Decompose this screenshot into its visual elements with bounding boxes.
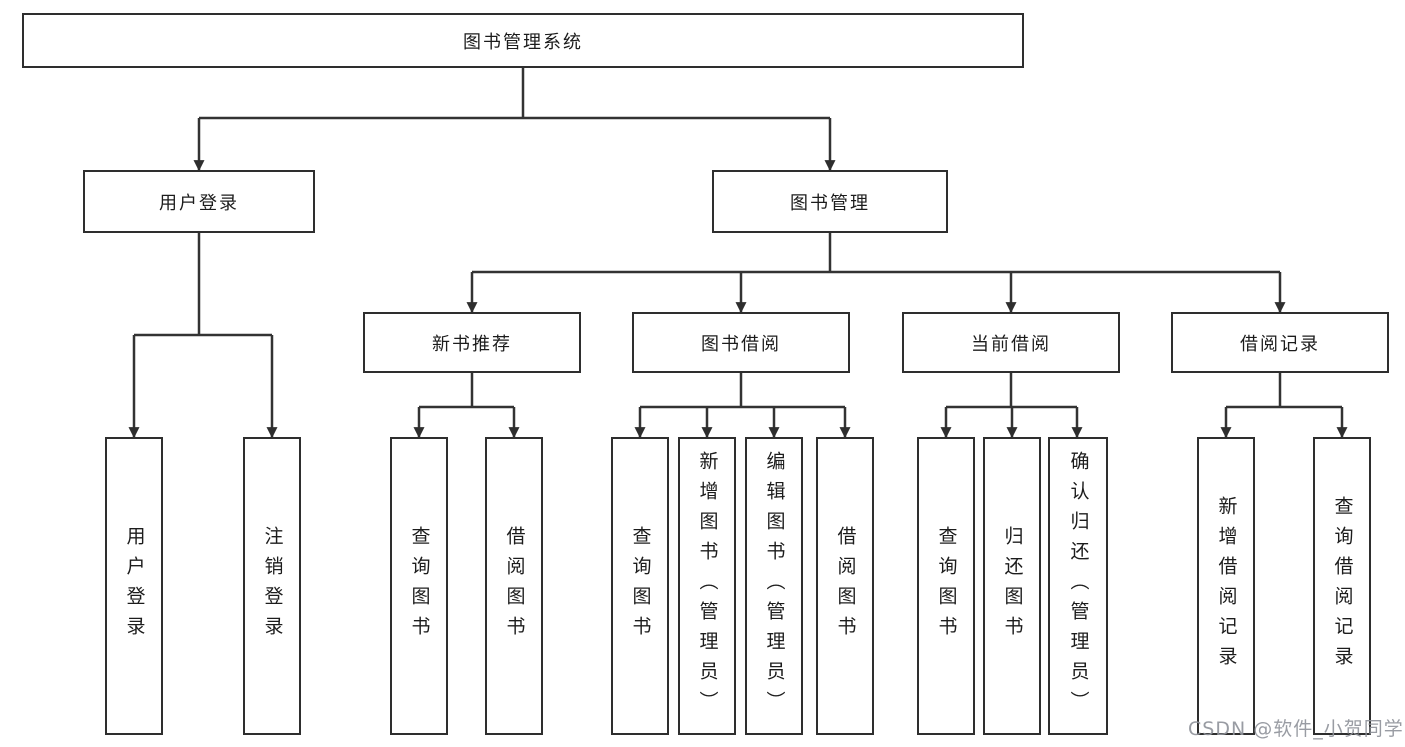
leaf-borrow-books-2: 借阅图书 bbox=[816, 437, 874, 735]
node-current-borrowing: 当前借阅 bbox=[902, 312, 1120, 373]
leaf-edit-books-admin-label: 编辑图书（管理员） bbox=[763, 451, 786, 721]
leaf-borrow-books-1-label: 借阅图书 bbox=[503, 526, 526, 646]
csdn-watermark: CSDN @软件_小贺同学 bbox=[1188, 718, 1404, 740]
leaf-add-borrow-record-label: 新增借阅记录 bbox=[1215, 496, 1238, 676]
leaf-add-books-admin: 新增图书（管理员） bbox=[678, 437, 736, 735]
leaf-query-borrow-record-label: 查询借阅记录 bbox=[1331, 496, 1354, 676]
leaf-query-borrow-record: 查询借阅记录 bbox=[1313, 437, 1371, 735]
leaf-user-login: 用户登录 bbox=[105, 437, 163, 735]
leaf-return-books: 归还图书 bbox=[983, 437, 1041, 735]
leaf-query-books-3: 查询图书 bbox=[917, 437, 975, 735]
node-book-borrowing: 图书借阅 bbox=[632, 312, 850, 373]
node-borrowing-records: 借阅记录 bbox=[1171, 312, 1389, 373]
node-user-login: 用户登录 bbox=[83, 170, 315, 233]
leaf-logout-label: 注销登录 bbox=[261, 526, 284, 646]
leaf-add-books-admin-label: 新增图书（管理员） bbox=[696, 451, 719, 721]
node-book-management: 图书管理 bbox=[712, 170, 948, 233]
leaf-confirm-return-admin: 确认归还（管理员） bbox=[1048, 437, 1108, 735]
leaf-logout: 注销登录 bbox=[243, 437, 301, 735]
node-new-book-recommendation: 新书推荐 bbox=[363, 312, 581, 373]
leaf-query-books-2-label: 查询图书 bbox=[629, 526, 652, 646]
leaf-query-books-2: 查询图书 bbox=[611, 437, 669, 735]
leaf-borrow-books-2-label: 借阅图书 bbox=[834, 526, 857, 646]
node-library-management-system: 图书管理系统 bbox=[22, 13, 1024, 68]
leaf-user-login-label: 用户登录 bbox=[123, 526, 146, 646]
leaf-query-books-3-label: 查询图书 bbox=[935, 526, 958, 646]
leaf-borrow-books-1: 借阅图书 bbox=[485, 437, 543, 735]
leaf-query-books-1: 查询图书 bbox=[390, 437, 448, 735]
leaf-add-borrow-record: 新增借阅记录 bbox=[1197, 437, 1255, 735]
leaf-confirm-return-admin-label: 确认归还（管理员） bbox=[1067, 451, 1090, 721]
leaf-query-books-1-label: 查询图书 bbox=[408, 526, 431, 646]
leaf-return-books-label: 归还图书 bbox=[1001, 526, 1024, 646]
leaf-edit-books-admin: 编辑图书（管理员） bbox=[745, 437, 803, 735]
